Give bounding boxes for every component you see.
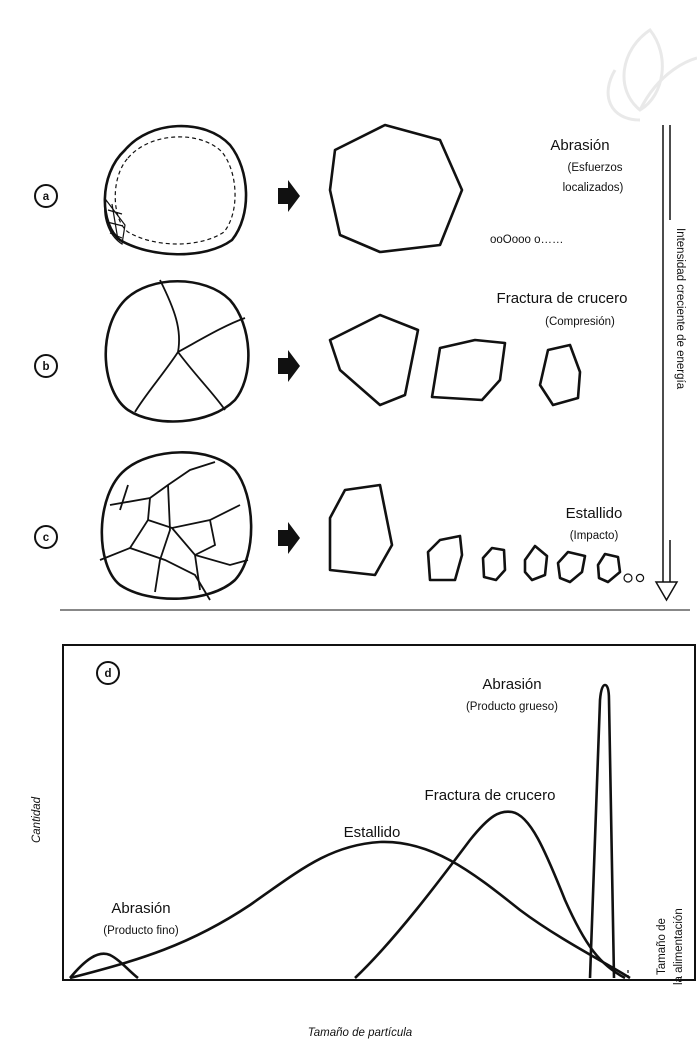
panel-b-badge-label: b	[42, 361, 49, 373]
panel-c-fragment-2	[428, 536, 462, 580]
panel-a-subtitle-1: (Esfuerzos	[568, 162, 623, 174]
panel-c-fragment-1	[330, 485, 392, 575]
panel-a-particle	[105, 126, 246, 254]
panel-b-title: Fractura de crucero	[497, 290, 628, 307]
chart-xlabel: Tamaño de partícula	[308, 1027, 412, 1039]
panel-c-cracks	[100, 462, 248, 600]
panel-c-fine-2	[636, 574, 643, 581]
panel-b-subtitle: (Compresión)	[545, 316, 615, 328]
panel-c-subtitle: (Impacto)	[570, 530, 619, 542]
label-abrasion-fine: Abrasión	[111, 900, 170, 917]
panel-c-fine-1	[624, 574, 632, 582]
panel-b-fragment-1	[330, 315, 418, 405]
label-estallido: Estallido	[344, 824, 401, 841]
panel-a-worn-outline	[115, 137, 235, 244]
panel-a-arrow-icon	[278, 180, 300, 212]
panel-a-abraded-zone	[105, 200, 125, 244]
curve-abrasion-coarse	[590, 685, 614, 978]
panel-c-fragment-5	[558, 552, 585, 582]
energy-axis-label: Intensidad creciente de energía	[674, 228, 686, 390]
label-abrasion-coarse-sub: (Producto grueso)	[466, 701, 558, 713]
panel-b-particle	[106, 281, 249, 421]
panel-a-title: Abrasión	[550, 137, 609, 154]
panel-c-arrow-icon	[278, 522, 300, 554]
leaf-watermark-icon	[608, 30, 697, 120]
feed-label-1: Tamaño de	[656, 918, 668, 975]
panel-b-arrow-icon	[278, 350, 300, 382]
panel-b-fragment-2	[432, 340, 505, 400]
panel-b: b Fractura de crucero (Compresión)	[35, 280, 627, 421]
label-abrasion-fine-sub: (Producto fino)	[103, 925, 179, 937]
panel-b-fragment-3	[540, 345, 580, 405]
panel-a-product	[330, 125, 462, 252]
panel-a-badge-label: a	[43, 191, 50, 203]
panel-c-fragment-6	[598, 554, 620, 582]
energy-arrow-head-icon	[656, 582, 677, 600]
energy-arrow: Intensidad creciente de energía	[656, 125, 690, 600]
feed-label-2: la alimentación	[673, 908, 685, 985]
panel-c-fragment-3	[483, 548, 505, 580]
label-fractura: Fractura de crucero	[425, 787, 556, 804]
panel-c-fragment-4	[525, 546, 547, 580]
label-abrasion-coarse: Abrasión	[482, 676, 541, 693]
panel-c-particle	[102, 452, 251, 598]
panel-a-subtitle-2: localizados)	[563, 182, 624, 194]
panel-c-title: Estallido	[566, 505, 623, 522]
panel-a: a Abrasión (Esfuerzos localizados) ooOoo…	[35, 125, 624, 254]
panel-d-badge-label: d	[104, 668, 111, 680]
panel-c-badge-label: c	[43, 532, 50, 544]
panel-c: c Estallido (Impacto)	[35, 452, 644, 600]
panel-d-chart: d Cantidad Tamaño de partícula Abrasión …	[31, 645, 695, 1039]
chart-ylabel: Cantidad	[31, 796, 43, 843]
panel-a-fines: ooOooo o……	[490, 234, 564, 246]
